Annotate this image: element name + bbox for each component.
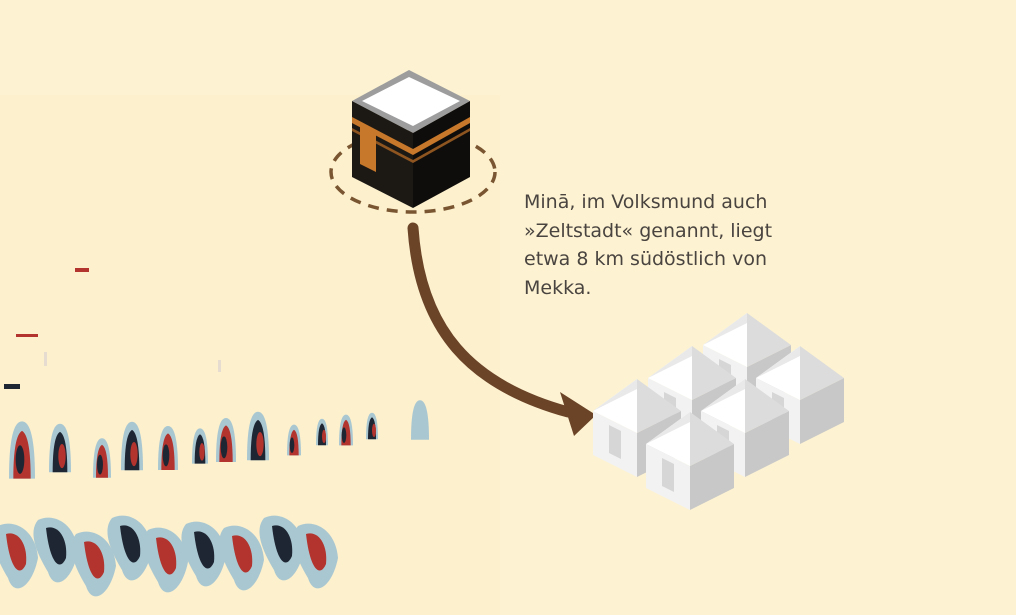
pilgrim-detail	[46, 527, 67, 565]
pilgrim-detail	[15, 445, 25, 474]
kaaba-icon	[329, 70, 497, 214]
tent-face	[637, 379, 681, 433]
caption-line-2: »Zeltstadt« genannt, liegt	[524, 219, 773, 242]
photo-fragment	[44, 352, 47, 366]
arrow-head	[560, 392, 596, 436]
pilgrim-detail	[156, 537, 177, 575]
pilgrim-detail	[84, 541, 105, 579]
pilgrim-detail	[306, 533, 327, 571]
kaaba-band-right-2	[413, 128, 470, 163]
tent-face	[800, 346, 844, 400]
caption-line-3: etwa 8 km südöstlich von	[524, 248, 768, 270]
photo-fragment	[4, 384, 20, 389]
pilgrim-crowd-illustration	[0, 268, 429, 597]
kaaba-top-inner	[362, 77, 460, 126]
pilgrim-detail	[232, 535, 253, 573]
pilgrim-detail	[322, 429, 326, 443]
tent-face	[662, 458, 674, 492]
tent-face	[646, 412, 690, 444]
pilgrim-detail	[97, 454, 103, 475]
pilgrim-detail	[220, 436, 228, 459]
pilgrim-detail	[58, 443, 66, 469]
tent-face	[593, 379, 637, 411]
pilgrim-detail	[130, 441, 138, 467]
kaaba-band-right	[413, 117, 470, 155]
pilgrim-detail	[372, 423, 376, 437]
pilgrim-detail	[341, 427, 347, 443]
tent-city-icon	[593, 313, 844, 510]
pilgrim-detail	[199, 443, 205, 461]
pilgrim-detail	[256, 431, 264, 457]
kaaba-door	[360, 126, 376, 172]
tent-face	[701, 379, 745, 411]
pilgrim-detail	[289, 437, 295, 453]
photo-fragment	[218, 360, 221, 372]
pilgrim-detail	[272, 525, 293, 563]
tent-face	[745, 379, 789, 433]
tent-face	[648, 346, 692, 378]
pilgrim-detail	[194, 531, 215, 569]
tent-face	[703, 313, 747, 345]
pilgrim-detail	[162, 444, 170, 467]
caption-line-1: Minā, im Volksmund auch	[524, 191, 768, 213]
tent-face	[609, 425, 621, 459]
curved-arrow-icon	[407, 222, 596, 436]
photo-fragment	[75, 268, 89, 272]
tent-face	[756, 346, 800, 378]
pilgrim-detail	[6, 533, 27, 571]
pilgrim-figure	[411, 400, 429, 440]
frame-edge	[1016, 0, 1024, 615]
kaaba-band-left	[352, 117, 413, 155]
tent	[646, 412, 734, 510]
caption-line-4: Mekka.	[524, 276, 592, 299]
caption-text: Minā, im Volksmund auch »Zeltstadt« gena…	[524, 188, 794, 302]
tent-face	[747, 313, 791, 367]
arrow-shaft	[407, 222, 574, 418]
pilgrim-detail	[120, 525, 141, 563]
tent-face	[692, 346, 736, 400]
photo-fragment	[16, 334, 38, 337]
tent-face	[690, 412, 734, 466]
